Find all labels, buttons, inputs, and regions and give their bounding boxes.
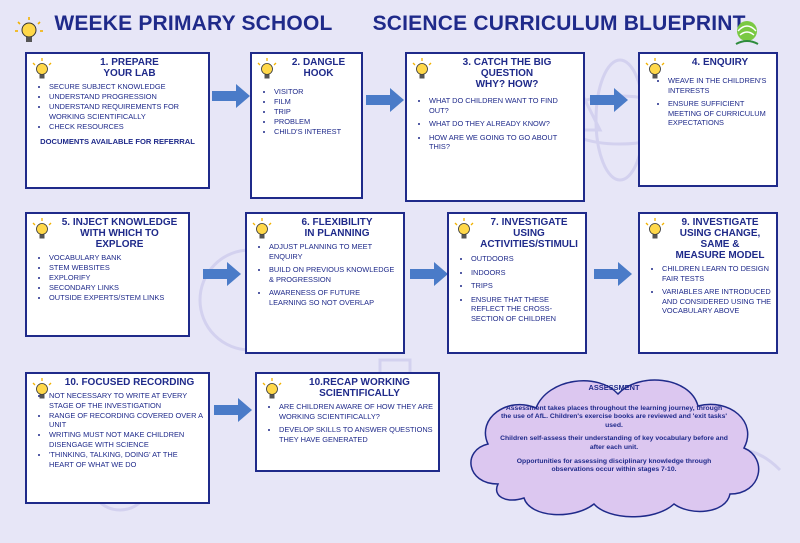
assessment-paragraph: Children self-assess their understanding… xyxy=(500,435,728,451)
stage-title: 2. DANGLE HOOK xyxy=(291,57,346,79)
list-item: ARE CHILDREN AWARE OF HOW THEY ARE WORKI… xyxy=(279,402,434,421)
list-item: UNDERSTAND REQUIREMENTS FOR WORKING SCIE… xyxy=(49,102,204,121)
lightbulb-icon xyxy=(32,58,52,79)
list-item: FILM xyxy=(274,97,357,107)
list-item: VARIABLES ARE INTRODUCED AND CONSIDERED … xyxy=(662,287,772,316)
stage-title: 1. PREPARE YOUR LAB xyxy=(100,57,159,79)
list-item: UNDERSTAND PROGRESSION xyxy=(49,92,204,102)
assessment-paragraph: Opportunities for assessing disciplinary… xyxy=(516,457,712,474)
list-item: WRITING MUST NOT MAKE CHILDREN DISENGAGE… xyxy=(49,430,204,449)
stage-title: 7. INVESTIGATE USING ACTIVITIES/STIMULI xyxy=(480,217,578,250)
list-item: PROBLEM xyxy=(274,117,357,127)
list-item: HOW ARE WE GOING TO GO ABOUT THIS? xyxy=(429,133,579,152)
lightbulb-icon xyxy=(257,58,277,79)
school-logo-icon xyxy=(735,21,759,45)
stage-5-box: 5. INJECT KNOWLEDGE WITH WHICH TO EXPLOR… xyxy=(25,212,190,337)
stage-title: 10.RECAP WORKING SCIENTIFICALLY xyxy=(309,377,410,399)
stage-title: 3. CATCH THE BIG QUESTION WHY? HOW? xyxy=(462,57,552,90)
list-item: ENSURE SUFFICIENT MEETING OF CURRICULUM … xyxy=(668,99,772,128)
list-item: BUILD ON PREVIOUS KNOWLEDGE & PROGRESSIO… xyxy=(269,265,399,284)
assessment-paragraph: Assessment takes places throughout the l… xyxy=(501,404,727,429)
stage-title: 9. INVESTIGATE USING CHANGE, SAME & MEAS… xyxy=(675,217,765,261)
stage-3-box: 3. CATCH THE BIG QUESTION WHY? HOW? WHAT… xyxy=(405,52,585,202)
stage-9-box: 9. INVESTIGATE USING CHANGE, SAME & MEAS… xyxy=(638,212,778,354)
list-item: CHILDREN LEARN TO DESIGN FAIR TESTS xyxy=(662,264,772,283)
school-name: WEEKE PRIMARY SCHOOL xyxy=(54,12,333,35)
page-title: WEEKE PRIMARY SCHOOL SCIENCE CURRICULUM … xyxy=(0,12,800,36)
lightbulb-icon xyxy=(32,378,52,399)
assessment-heading: ASSESSMENT xyxy=(588,383,640,392)
assessment-text: ASSESSMENT Assessment takes places throu… xyxy=(500,383,728,480)
arrow-right-icon xyxy=(214,398,252,422)
arrow-right-icon xyxy=(203,262,241,286)
list-item: CHILD'S INTEREST xyxy=(274,127,357,137)
list-item: AWARENESS OF FUTURE LEARNING SO NOT OVER… xyxy=(269,288,399,307)
lightbulb-icon xyxy=(412,58,432,79)
stage-title: 4. ENQUIRY xyxy=(691,57,749,68)
list-item: WHAT DO THEY ALREADY KNOW? xyxy=(429,119,579,129)
list-item: VOCABULARY BANK xyxy=(49,253,184,263)
list-item: SECURE SUBJECT KNOWLEDGE xyxy=(49,82,204,92)
stage-2-box: 2. DANGLE HOOK VISITOR FILM TRIP PROBLEM… xyxy=(250,52,363,199)
list-item: TRIPS xyxy=(471,281,581,291)
stage-title: 10. FOCUSED RECORDING xyxy=(64,377,195,388)
lightbulb-icon xyxy=(645,58,665,79)
list-item: VISITOR xyxy=(274,87,357,97)
lightbulb-icon xyxy=(262,378,282,399)
list-item: TRIP xyxy=(274,107,357,117)
list-item: NOT NECESSARY TO WRITE AT EVERY STAGE OF… xyxy=(49,391,204,410)
lightbulb-icon xyxy=(15,17,43,42)
list-item: ADJUST PLANNING TO MEET ENQUIRY xyxy=(269,242,399,261)
lightbulb-icon xyxy=(645,218,665,239)
assessment-cloud xyxy=(470,379,760,518)
list-item: OUTDOORS xyxy=(471,254,581,264)
lightbulb-icon xyxy=(32,218,52,239)
stage-note: DOCUMENTS AVAILABLE FOR REFERRAL xyxy=(40,137,195,147)
list-item: DEVELOP SKILLS TO ANSWER QUESTIONS THEY … xyxy=(279,425,434,444)
stage-title: 6. FLEXIBILITY IN PLANNING xyxy=(301,217,373,239)
stage-6-box: 6. FLEXIBILITY IN PLANNING ADJUST PLANNI… xyxy=(245,212,405,354)
lightbulb-icon xyxy=(454,218,474,239)
stage-10-recording-box: 10. FOCUSED RECORDING NOT NECESSARY TO W… xyxy=(25,372,210,504)
stage-4-box: 4. ENQUIRY WEAVE IN THE CHILDREN'S INTER… xyxy=(638,52,778,187)
list-item: RANGE OF RECORDING COVERED OVER A UNIT xyxy=(49,411,204,430)
arrow-right-icon xyxy=(410,262,448,286)
list-item: ENSURE THAT THESE REFLECT THE CROSS-SECT… xyxy=(471,295,581,324)
list-item: 'THINKING, TALKING, DOING' AT THE HEART … xyxy=(49,450,204,469)
stage-1-box: 1. PREPARE YOUR LAB SECURE SUBJECT KNOWL… xyxy=(25,52,210,189)
list-item: CHECK RESOURCES xyxy=(49,122,204,132)
list-item: WHAT DO CHILDREN WANT TO FIND OUT? xyxy=(429,96,579,115)
list-item: INDOORS xyxy=(471,268,581,278)
stage-7-box: 7. INVESTIGATE USING ACTIVITIES/STIMULI … xyxy=(447,212,587,354)
arrow-right-icon xyxy=(366,88,404,112)
arrow-right-icon xyxy=(594,262,632,286)
stage-10-recap-box: 10.RECAP WORKING SCIENTIFICALLY ARE CHIL… xyxy=(255,372,440,472)
list-item: STEM WEBSITES xyxy=(49,263,184,273)
list-item: SECONDARY LINKS xyxy=(49,283,184,293)
list-item: OUTSIDE EXPERTS/STEM LINKS xyxy=(49,293,184,303)
arrow-right-icon xyxy=(212,84,250,108)
lightbulb-icon xyxy=(252,218,272,239)
list-item: WEAVE IN THE CHILDREN'S INTERESTS xyxy=(668,76,772,95)
stage-title: 5. INJECT KNOWLEDGE WITH WHICH TO EXPLOR… xyxy=(61,217,178,250)
list-item: EXPLORIFY xyxy=(49,273,184,283)
blueprint-title: SCIENCE CURRICULUM BLUEPRINT xyxy=(372,12,746,35)
arrow-right-icon xyxy=(590,88,628,112)
